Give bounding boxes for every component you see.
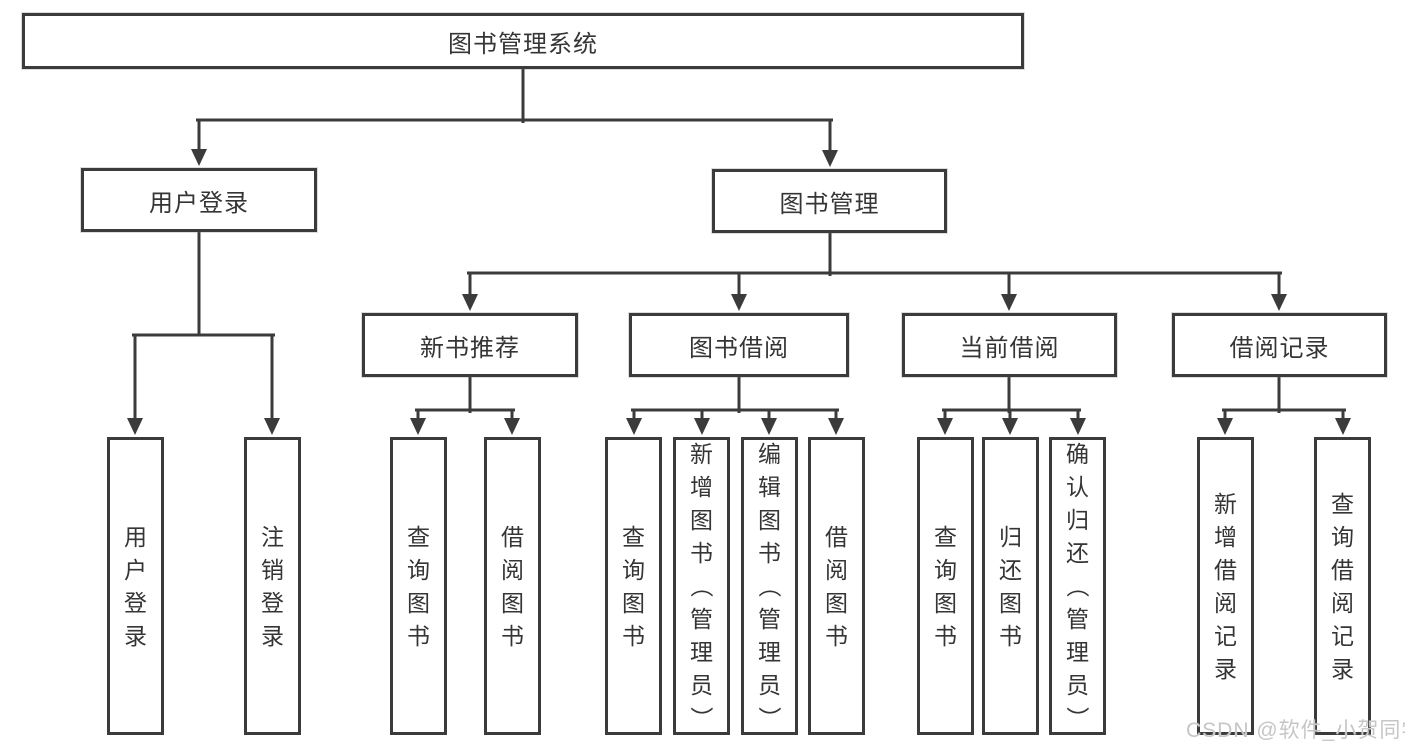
leaf-query-borrow-record: 查询借阅记录 xyxy=(1314,437,1371,735)
node-new-book-recommend-label: 新书推荐 xyxy=(420,334,520,362)
root-node: 图书管理系统 xyxy=(22,13,1024,69)
leaf-edit-book-admin: 编辑图书（管理员） xyxy=(741,437,798,735)
node-borrowing-records: 借阅记录 xyxy=(1172,313,1387,377)
leaf-borrow-books-2: 借阅图书 xyxy=(808,437,865,735)
node-borrowing-records-label: 借阅记录 xyxy=(1229,334,1330,362)
leaf-return-books-label: 归还图书 xyxy=(999,523,1022,649)
leaf-query-books-1-label: 查询图书 xyxy=(407,523,430,649)
leaf-confirm-return-admin: 确认归还（管理员） xyxy=(1049,437,1106,735)
leaf-confirm-return-admin-label: 确认归还（管理员） xyxy=(1064,441,1091,730)
node-user-login-label: 用户登录 xyxy=(149,189,249,217)
leaf-edit-book-admin-label: 编辑图书（管理员） xyxy=(756,441,783,730)
leaf-add-book-admin-label: 新增图书（管理员） xyxy=(688,441,715,730)
leaf-query-books-1: 查询图书 xyxy=(390,437,447,735)
root-node-label: 图书管理系统 xyxy=(448,30,598,58)
leaf-add-borrow-record-label: 新增借阅记录 xyxy=(1214,490,1237,682)
leaf-logout: 注销登录 xyxy=(244,437,301,735)
leaf-return-books: 归还图书 xyxy=(982,437,1039,735)
leaf-query-books-3-label: 查询图书 xyxy=(934,523,957,649)
leaf-logout-label: 注销登录 xyxy=(261,523,284,649)
node-current-borrowing: 当前借阅 xyxy=(902,313,1117,377)
leaf-add-borrow-record: 新增借阅记录 xyxy=(1197,437,1254,735)
leaf-query-books-2: 查询图书 xyxy=(605,437,662,735)
leaf-query-books-2-label: 查询图书 xyxy=(622,523,645,649)
node-user-login: 用户登录 xyxy=(81,168,317,232)
leaf-query-borrow-record-label: 查询借阅记录 xyxy=(1331,490,1354,682)
leaf-borrow-books-2-label: 借阅图书 xyxy=(825,523,848,649)
node-book-management-label: 图书管理 xyxy=(779,190,880,218)
leaf-borrow-books-1: 借阅图书 xyxy=(484,437,541,735)
leaf-add-book-admin: 新增图书（管理员） xyxy=(673,437,730,735)
leaf-user-login-label: 用户登录 xyxy=(124,523,147,649)
node-book-management: 图书管理 xyxy=(712,169,947,233)
node-current-borrowing-label: 当前借阅 xyxy=(959,334,1060,362)
leaf-query-books-3: 查询图书 xyxy=(917,437,974,735)
csdn-watermark: CSDN @软件_小贺同学 xyxy=(1186,719,1405,742)
node-new-book-recommend: 新书推荐 xyxy=(362,313,578,377)
node-book-borrowing-label: 图书借阅 xyxy=(689,334,789,362)
node-book-borrowing: 图书借阅 xyxy=(629,313,849,377)
leaf-user-login: 用户登录 xyxy=(107,437,164,735)
leaf-borrow-books-1-label: 借阅图书 xyxy=(501,523,524,649)
